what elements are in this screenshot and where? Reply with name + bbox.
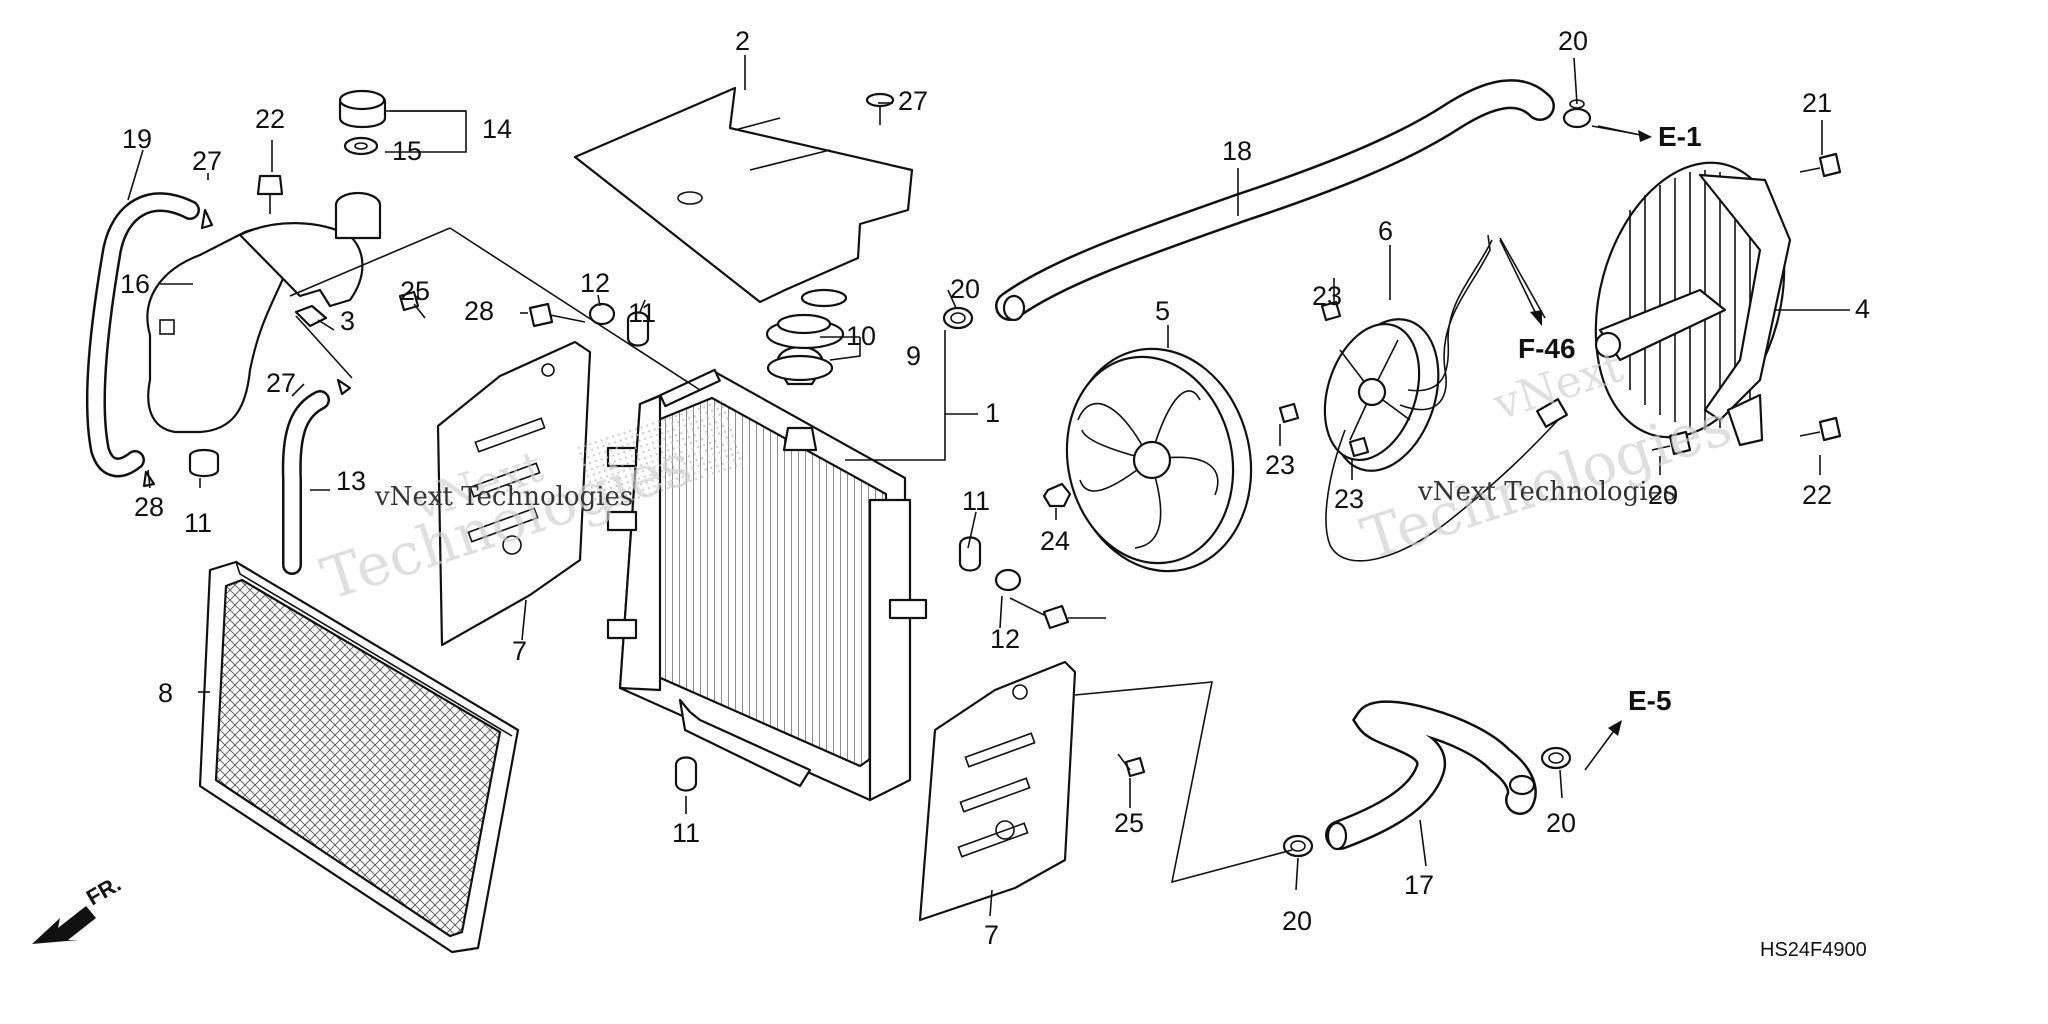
callout: 3	[340, 306, 355, 336]
hardware	[398, 152, 1842, 792]
callout: 13	[336, 466, 366, 496]
radiator-screen	[198, 560, 520, 954]
reference-arrows	[1499, 125, 1652, 771]
callout: 17	[1404, 870, 1434, 900]
callout: 23	[1334, 484, 1364, 514]
callout: 24	[1040, 526, 1070, 556]
callout: 11	[962, 486, 990, 516]
callout: 18	[1222, 136, 1252, 166]
callout: 16	[120, 269, 150, 299]
callout: 25	[400, 276, 430, 306]
callout: 27	[266, 368, 296, 398]
callout: 10	[846, 321, 876, 351]
svg-text:vNext Technologies: vNext Technologies	[1417, 477, 1676, 507]
callout: 20	[950, 274, 980, 304]
cooling-fan	[1065, 347, 1253, 573]
leader-lines	[127, 55, 1850, 917]
radiator-cover-plate	[573, 86, 914, 304]
ref-e5: E-5	[1628, 685, 1672, 716]
reference-labels: E-1 F-46 E-5 HS24F4900	[1518, 121, 1867, 961]
callout: 23	[1265, 450, 1295, 480]
callout: 11	[672, 818, 700, 848]
callout: 12	[990, 624, 1020, 654]
callout: 9	[906, 341, 921, 371]
reserve-tank-cap	[338, 89, 387, 156]
callout: 28	[464, 296, 494, 326]
radiator	[606, 368, 928, 802]
callout: 8	[158, 678, 173, 708]
hose-clamp-20-top	[1562, 99, 1592, 129]
side-shroud-right	[918, 660, 1077, 922]
reserve-tank	[146, 191, 382, 434]
callout: 22	[255, 104, 285, 134]
callout: 19	[122, 124, 152, 154]
direction-label: FR.	[82, 871, 125, 910]
front-direction-arrow: FR.	[32, 871, 125, 944]
ref-e1: E-1	[1658, 121, 1702, 152]
callout: 20	[1282, 906, 1312, 936]
radiator-cap	[765, 288, 848, 452]
callout: 21	[1802, 88, 1832, 118]
callout: 1	[985, 398, 1000, 428]
hose-clamps-20	[942, 306, 1572, 858]
callout: 7	[512, 636, 527, 666]
screw-26	[865, 92, 895, 125]
upper-hose	[995, 79, 1555, 322]
callout-labels: 2 27 20 21 18 6 23 5 4 22 20 23 23 24 19…	[120, 26, 1870, 950]
callout: 27	[898, 86, 928, 116]
callout: 11	[184, 508, 212, 538]
callout: 20	[1546, 808, 1576, 838]
callout: 27	[192, 146, 222, 176]
diagram-code: HS24F4900	[1760, 939, 1867, 961]
svg-text:vNext Technologies: vNext Technologies	[374, 482, 633, 512]
callout: 20	[1648, 480, 1678, 510]
callout: 14	[482, 114, 512, 144]
callout: 5	[1155, 296, 1170, 326]
callout: 15	[392, 136, 422, 166]
callout: 22	[1802, 480, 1832, 510]
callout: 7	[984, 920, 999, 950]
callout: 23	[1312, 281, 1342, 311]
fan-shroud	[1594, 161, 1792, 447]
callout: 6	[1378, 216, 1393, 246]
callout: 2	[735, 26, 750, 56]
siphon-tube	[281, 390, 330, 575]
ref-f46: F-46	[1518, 333, 1576, 364]
callout: 28	[134, 492, 164, 522]
callout: 25	[1114, 808, 1144, 838]
fan-motor	[1323, 234, 1568, 562]
callout: 20	[1558, 26, 1588, 56]
lower-hose	[1325, 700, 1537, 851]
callout: 12	[580, 268, 610, 298]
callout: 11	[628, 298, 656, 328]
callout: 4	[1855, 294, 1870, 324]
overflow-tube	[85, 192, 200, 478]
